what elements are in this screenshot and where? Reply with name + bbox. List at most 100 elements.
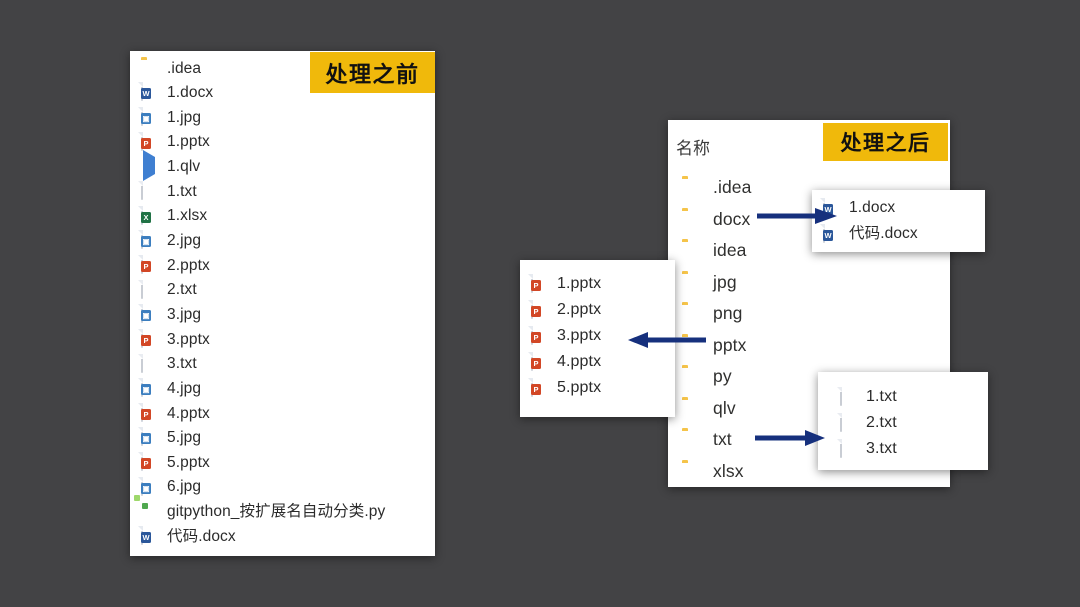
file-name-label: 2.pptx	[167, 256, 210, 274]
before-file-row[interactable]: 3.txt	[141, 352, 431, 377]
file-name-label: 1.qlv	[167, 158, 201, 176]
before-file-row[interactable]: ▣ 4.jpg	[141, 376, 431, 401]
arrow-pptx-icon	[628, 330, 706, 350]
excel-file-icon: X	[141, 205, 158, 226]
arrow-txt-icon	[755, 428, 827, 448]
after-folder-row[interactable]: xlsx	[682, 456, 942, 488]
file-name-label: idea	[713, 240, 747, 260]
before-file-row[interactable]: ▣5.jpg	[141, 426, 431, 451]
after-folder-row[interactable]: idea	[682, 235, 942, 267]
powerpoint-file-icon: P	[141, 131, 158, 152]
powerpoint-file-icon: P	[141, 328, 158, 349]
powerpoint-file-icon: P	[141, 452, 158, 472]
txt-popup-panel	[818, 372, 988, 470]
before-badge: 处理之前	[310, 52, 435, 93]
file-name-label: qlv	[713, 397, 736, 418]
powerpoint-file-icon: P	[531, 325, 548, 346]
image-file-icon: ▣	[141, 304, 158, 324]
file-name-label: 2.pptx	[557, 301, 602, 319]
file-name-label: 1.txt	[866, 388, 897, 406]
before-file-row[interactable]: P 4.pptx	[141, 401, 431, 426]
text-file-icon	[141, 353, 158, 374]
text-file-icon	[840, 412, 857, 433]
powerpoint-file-icon: P	[141, 402, 158, 423]
after-folder-row[interactable]: jpg	[682, 267, 942, 299]
file-name-label: 代码.docx	[167, 527, 236, 545]
pptx-popup-row[interactable]: P 1.pptx	[531, 271, 671, 297]
file-name-label: 4.pptx	[167, 404, 210, 422]
before-file-row[interactable]: 2.txt	[141, 278, 431, 303]
folder-icon	[682, 304, 701, 324]
txt-popup-row[interactable]: 1.txt	[840, 384, 980, 410]
file-name-label: .idea	[713, 177, 752, 197]
file-name-label: 1.docx	[167, 84, 214, 102]
file-name-label: 1.xlsx	[167, 207, 208, 225]
image-file-icon: ▣	[141, 107, 158, 127]
before-badge-label: 处理之前	[325, 62, 420, 88]
txt-popup-row[interactable]: 2.txt	[840, 410, 980, 436]
file-name-label: 4.jpg	[167, 379, 202, 397]
after-folder-row[interactable]: qlv	[682, 393, 942, 425]
text-file-icon	[840, 386, 857, 407]
before-file-row[interactable]: ▣1.jpg	[141, 105, 431, 130]
txt-popup-list[interactable]: 1.txt 2.txt 3.txt	[840, 384, 980, 462]
before-file-row[interactable]: W 1.docx	[141, 81, 431, 106]
after-folder-row[interactable]: png	[682, 298, 942, 330]
before-file-row[interactable]: ▣2.jpg	[141, 228, 431, 253]
file-name-label: 3.pptx	[167, 330, 210, 348]
file-name-label: 5.pptx	[167, 453, 210, 471]
file-name-label: jpg	[713, 271, 737, 292]
folder-icon	[682, 430, 701, 450]
image-file-icon: ▣	[141, 378, 158, 398]
before-file-row[interactable]: X 1.xlsx	[141, 204, 431, 229]
file-name-label: 1.pptx	[557, 275, 602, 293]
before-file-row[interactable]: 1.txt	[141, 179, 431, 204]
docx-popup-panel	[812, 190, 985, 252]
before-file-row[interactable]: 1.qlv	[141, 150, 431, 182]
folder-icon	[682, 461, 701, 481]
after-folder-row[interactable]: pptx	[682, 330, 942, 362]
after-folder-row[interactable]: .idea	[682, 172, 942, 204]
after-folder-row[interactable]: txt	[682, 424, 942, 456]
image-file-icon: ▣	[141, 427, 158, 447]
text-file-icon	[141, 181, 158, 201]
after-folder-row[interactable]: py	[682, 361, 942, 393]
file-name-label: 代码.docx	[849, 225, 918, 243]
file-name-label: 3.txt	[866, 440, 897, 458]
file-name-label: gitpython_按扩展名自动分类.py	[167, 503, 386, 521]
before-file-row[interactable]: gitpython_按扩展名自动分类.py	[141, 500, 431, 525]
file-name-label: 3.txt	[167, 355, 197, 373]
word-file-icon: W	[141, 82, 158, 102]
file-name-label: pptx	[713, 334, 747, 355]
before-file-row[interactable]: P 3.pptx	[141, 327, 431, 352]
before-file-row[interactable]: .idea	[141, 56, 431, 81]
before-file-row[interactable]: P 5.pptx	[141, 450, 431, 475]
after-badge-label: 处理之后	[840, 131, 931, 155]
after-folder-row[interactable]: docx	[682, 204, 942, 236]
before-file-row[interactable]: ▣6.jpg	[141, 475, 431, 500]
before-file-row[interactable]: ▣3.jpg	[141, 302, 431, 327]
folder-icon	[682, 241, 701, 261]
powerpoint-file-icon: P	[531, 273, 548, 294]
arrow-docx-icon	[757, 206, 839, 226]
video-file-icon	[141, 150, 158, 182]
txt-popup-row[interactable]: 3.txt	[840, 436, 980, 462]
file-name-label: png	[713, 303, 743, 323]
powerpoint-file-icon: P	[531, 351, 548, 372]
file-name-label: 1.txt	[167, 182, 197, 200]
file-name-label: 6.jpg	[167, 478, 202, 496]
